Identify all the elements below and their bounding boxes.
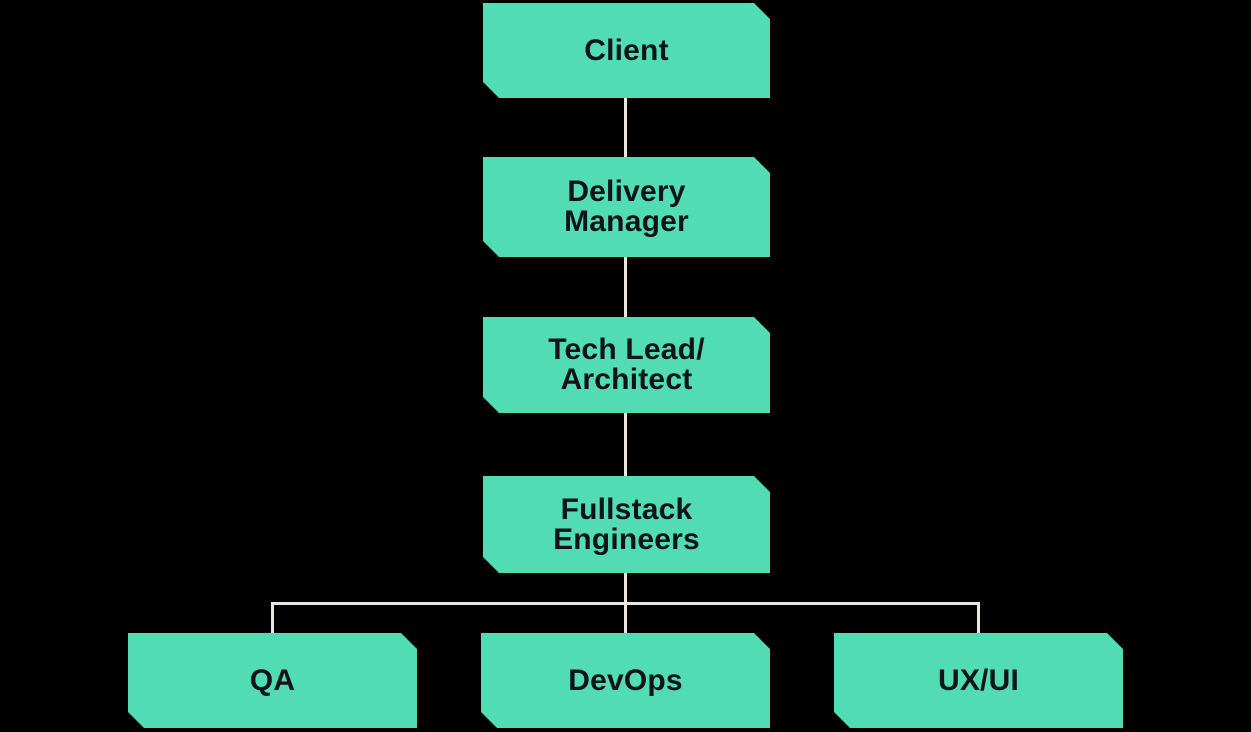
node-qa: QA	[128, 633, 417, 728]
node-ux-ui: UX/UI	[834, 633, 1123, 728]
connector-stub-right	[977, 602, 980, 633]
node-tech-lead-architect: Tech Lead/ Architect	[483, 317, 770, 413]
node-client-label: Client	[584, 33, 669, 67]
node-delivery-manager-label: Delivery Manager	[564, 175, 689, 238]
node-fullstack-engineers: Fullstack Engineers	[483, 476, 770, 573]
node-fullstack-engineers-label: Fullstack Engineers	[553, 492, 700, 556]
node-devops: DevOps	[481, 633, 770, 728]
node-client: Client	[483, 3, 770, 98]
node-ux-ui-label: UX/UI	[937, 663, 1019, 697]
node-delivery-manager: Delivery Manager	[483, 157, 770, 257]
connector-stub-left	[271, 602, 274, 633]
node-tech-lead-architect-label: Tech Lead/ Architect	[548, 333, 705, 396]
node-devops-label: DevOps	[568, 663, 683, 697]
connector-horizontal-branch	[271, 602, 980, 605]
node-qa-label: QA	[249, 663, 296, 697]
